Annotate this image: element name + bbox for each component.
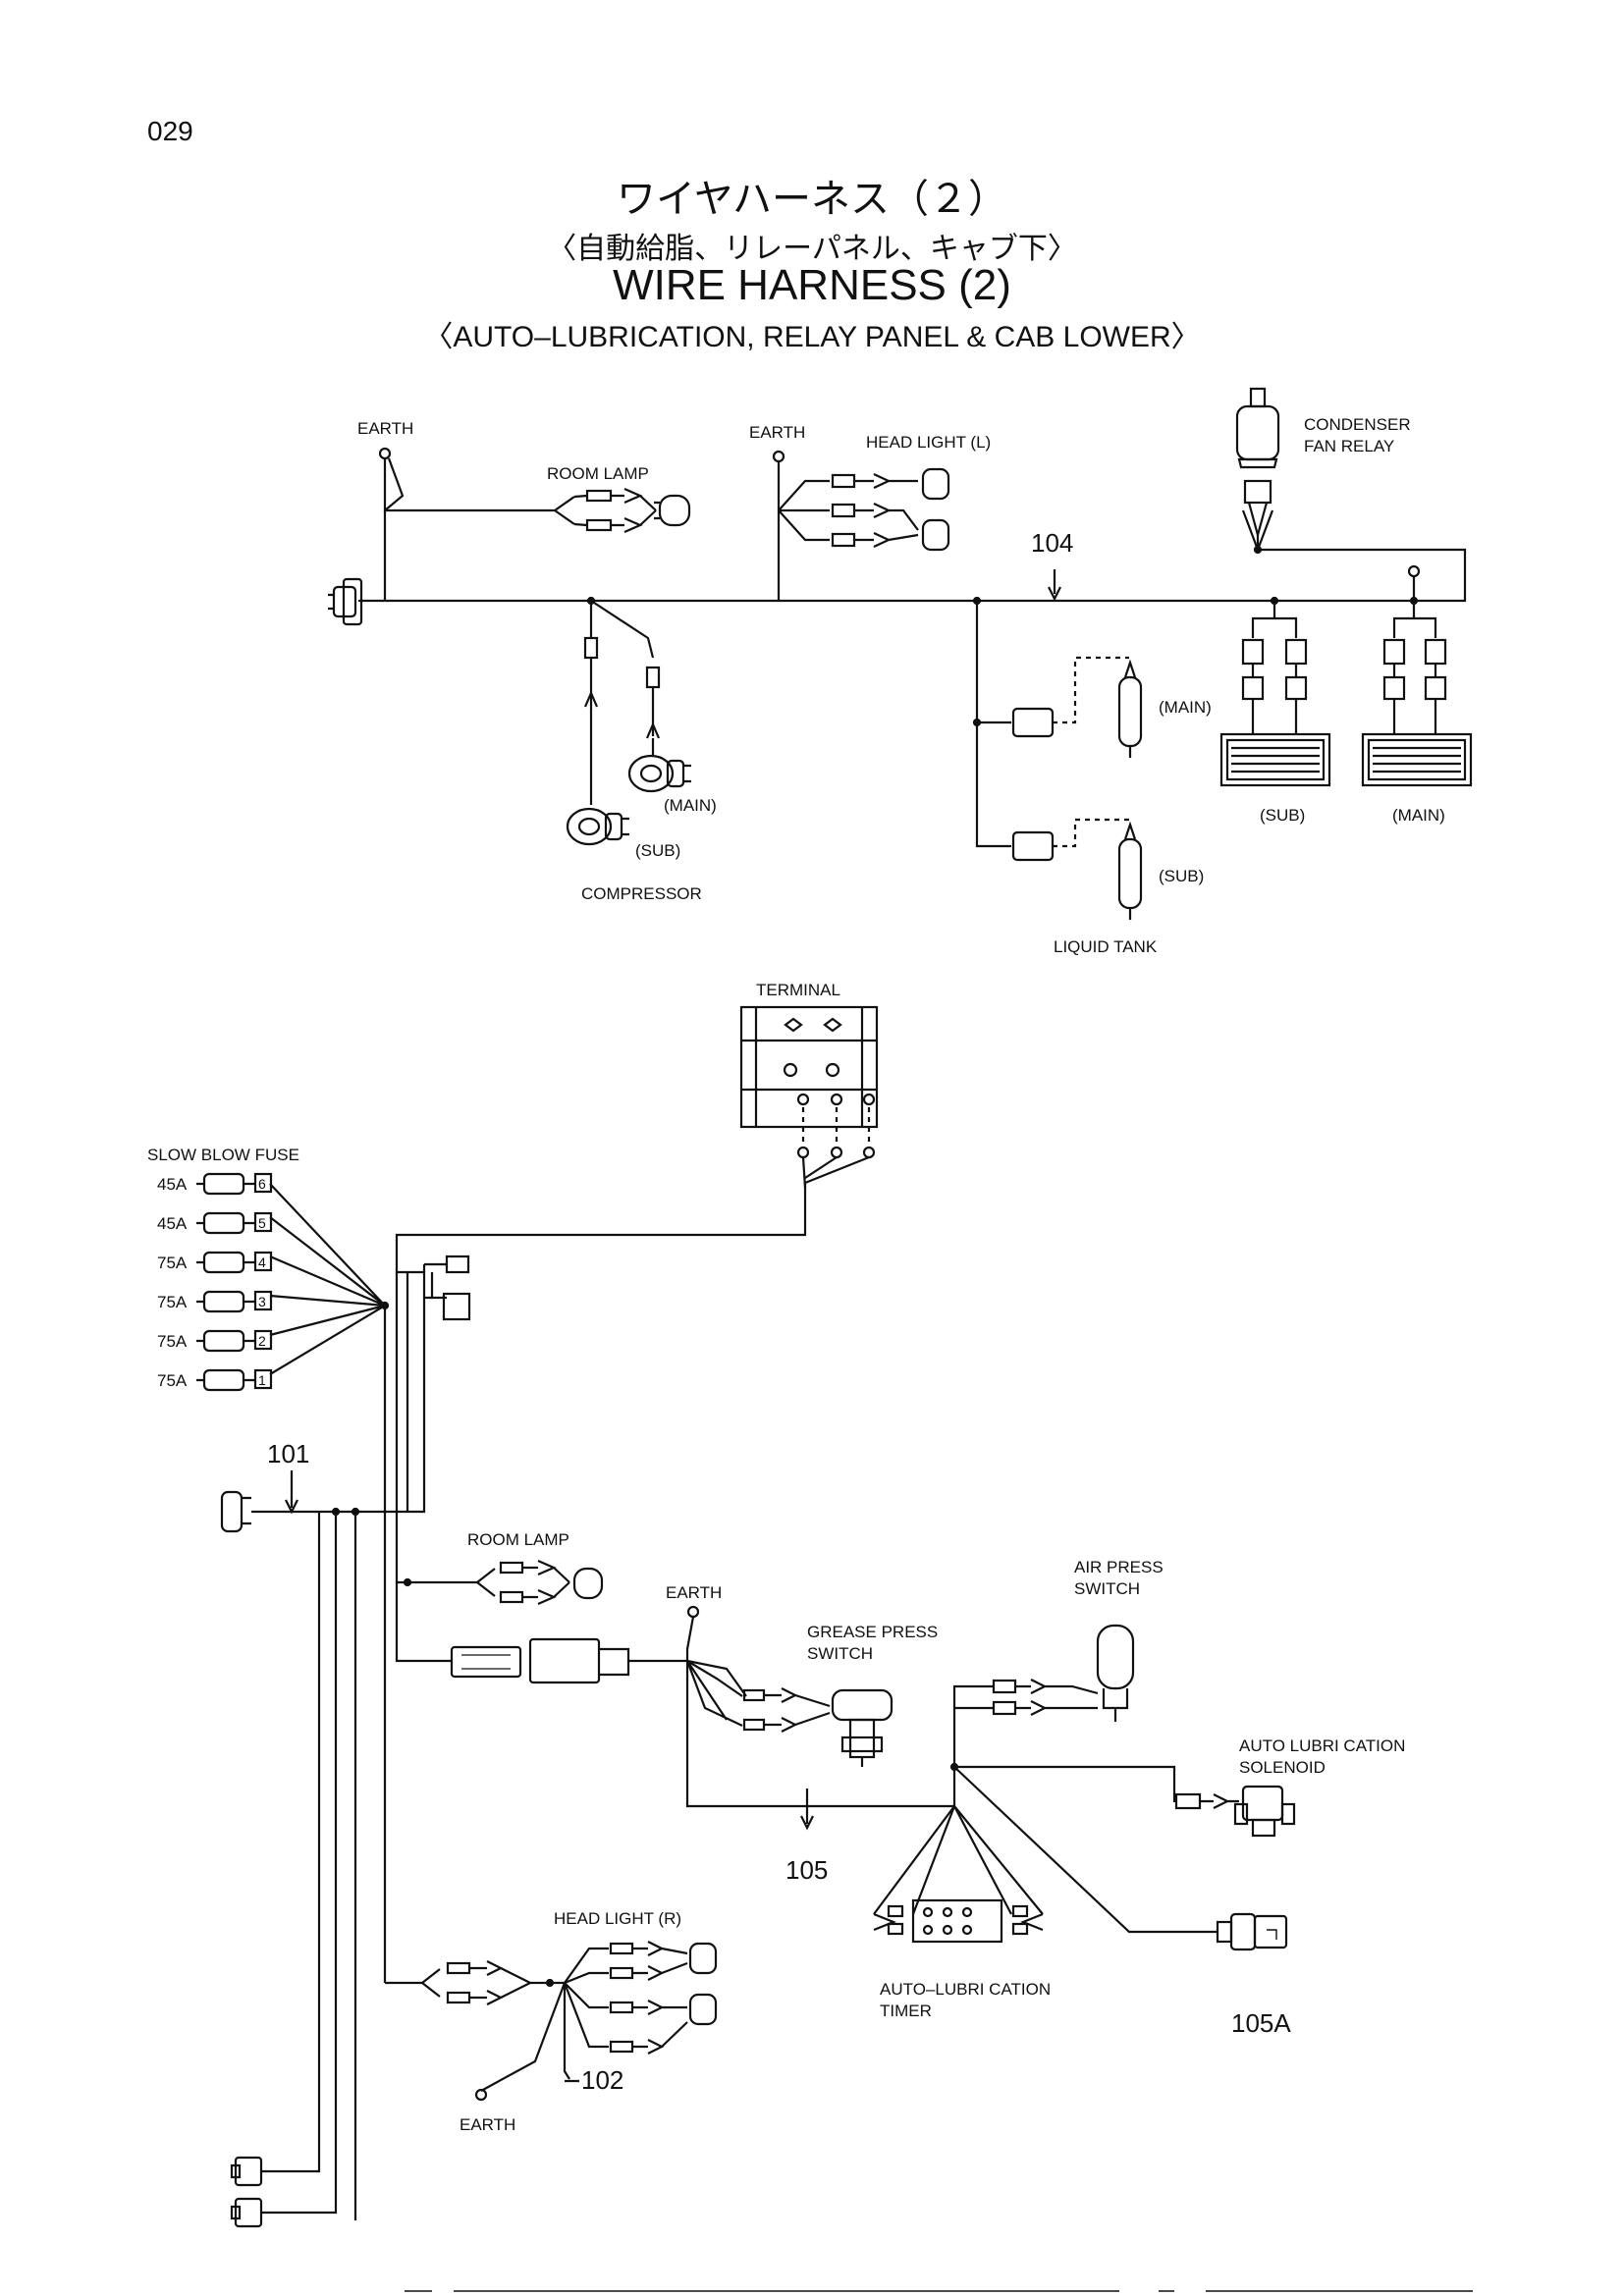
fuse-amperage: 45A — [157, 1214, 188, 1233]
label-room-lamp-upper: ROOM LAMP — [547, 464, 649, 483]
bottom-connector-2 — [230, 2197, 263, 2228]
fuse-body — [202, 1251, 245, 1274]
fuse-row: 75A 2 — [157, 1329, 273, 1353]
label-condenser-2: FAN RELAY — [1304, 437, 1394, 455]
ref-104-leader — [1048, 569, 1061, 602]
fuse-row: 45A 5 — [157, 1211, 273, 1235]
label-earth-lower-2: EARTH — [460, 2115, 515, 2134]
harness-104 — [328, 387, 1473, 920]
inline-connector-pair — [450, 1637, 687, 1684]
label-condenser-1: CONDENSER — [1304, 415, 1411, 434]
label-room-lamp-lower: ROOM LAMP — [467, 1530, 569, 1549]
label-liquid-tank-sub: (SUB) — [1159, 867, 1204, 885]
head-light-r — [385, 1941, 718, 2102]
liquid-tank-branch — [972, 596, 1143, 920]
label-ref-101: 101 — [267, 1439, 309, 1468]
page-number: 029 — [147, 116, 193, 146]
connector-105a — [1216, 1912, 1288, 1951]
fuse-row: 75A 4 — [157, 1251, 273, 1274]
label-auto-lubri-sol-1: AUTO LUBRI CATION — [1239, 1736, 1405, 1755]
label-head-light-l: HEAD LIGHT (L) — [866, 433, 991, 452]
condenser-main — [1361, 564, 1473, 787]
earth-lower-1 — [685, 1605, 700, 1661]
fuse-amperage: 75A — [157, 1332, 188, 1351]
label-ref-104: 104 — [1031, 528, 1073, 558]
slow-blow-fuse-group — [269, 1183, 390, 1375]
label-slow-blow-fuse: SLOW BLOW FUSE — [147, 1146, 299, 1164]
fuse-amperage: 75A — [157, 1371, 188, 1390]
fuse-number-box — [253, 1368, 273, 1390]
label-condenser-main: (MAIN) — [1392, 806, 1445, 825]
auto-lubrication-solenoid — [1174, 1785, 1296, 1838]
fuse-amperage: 75A — [157, 1254, 188, 1272]
fuse-amperage: 45A — [157, 1175, 188, 1194]
compressor-main — [627, 754, 691, 793]
label-head-light-r: HEAD LIGHT (R) — [554, 1909, 681, 1928]
label-compressor: COMPRESSOR — [581, 884, 702, 903]
fuse-number: 5 — [258, 1215, 266, 1231]
fuse-row: 75A 1 — [157, 1368, 273, 1392]
fuse-number: 1 — [258, 1372, 266, 1388]
label-ref-102: 102 — [581, 2065, 623, 2095]
room-lamp-lower — [403, 1559, 604, 1606]
label-ref-105: 105 — [785, 1855, 828, 1885]
fuse-number-box — [253, 1211, 273, 1233]
subtitle-japanese: 〈自動給脂、リレーパネル、キャブ下〉 — [547, 232, 1077, 266]
label-earth-lower-1: EARTH — [666, 1583, 722, 1602]
fuse-number: 3 — [258, 1294, 266, 1309]
fuse-body — [202, 1211, 245, 1235]
condenser-sub — [1219, 596, 1331, 787]
air-press-switch — [992, 1624, 1135, 1722]
title-japanese: ワイヤハーネス（２） — [617, 177, 1007, 222]
grease-press-switch — [685, 1659, 893, 1767]
title-english: WIRE HARNESS (2) — [613, 261, 1011, 309]
fuse-body — [202, 1368, 245, 1392]
compressor-sub — [566, 807, 629, 846]
label-liquid-tank-main: (MAIN) — [1159, 698, 1212, 717]
fuse-number-box — [253, 1329, 273, 1351]
label-earth-2-upper: EARTH — [749, 423, 805, 442]
label-condenser-sub: (SUB) — [1260, 806, 1305, 825]
harness-104-end-connector — [328, 577, 363, 626]
subtitle-english: 〈AUTO–LUBRICATION, RELAY PANEL & CAB LOW… — [423, 321, 1201, 353]
label-auto-lubri-timer-2: TIMER — [880, 2002, 932, 2020]
fuse-number-box — [253, 1172, 273, 1194]
fuse-row: 75A 3 — [157, 1290, 273, 1313]
fuse-row: 45A 6 — [157, 1172, 273, 1196]
terminal-block — [739, 1005, 879, 1189]
head-light-l — [778, 467, 950, 552]
room-lamp-upper — [385, 487, 691, 534]
fuse-number-box — [253, 1290, 273, 1311]
earth-2-upper — [772, 450, 785, 601]
fuse-number: 2 — [258, 1333, 266, 1349]
earth-1-upper — [378, 447, 405, 601]
harness-105 — [685, 1661, 1218, 1934]
label-auto-lubri-sol-2: SOLENOID — [1239, 1758, 1326, 1777]
condenser-fan-relay — [1235, 387, 1467, 603]
label-air-press-1: AIR PRESS — [1074, 1558, 1164, 1576]
fuse-number: 4 — [258, 1255, 266, 1270]
fuse-list: 45A 6 45A 5 75A 4 75A 3 75A 2 75A 1 — [157, 1172, 273, 1392]
label-ref-105a: 105A — [1231, 2008, 1291, 2038]
fuse-number-box — [253, 1251, 273, 1272]
label-grease-press-2: SWITCH — [807, 1644, 873, 1663]
label-grease-press-1: GREASE PRESS — [807, 1623, 938, 1641]
auto-lubrication-timer — [873, 1805, 1044, 1944]
bottom-connector-1 — [230, 2156, 263, 2187]
fuse-body — [202, 1290, 245, 1313]
label-liquid-tank: LIQUID TANK — [1054, 937, 1158, 956]
label-compressor-main: (MAIN) — [664, 796, 717, 815]
compressor-branch — [583, 596, 661, 805]
label-air-press-2: SWITCH — [1074, 1579, 1140, 1598]
fuse-amperage: 75A — [157, 1293, 188, 1311]
fuse-number: 6 — [258, 1176, 266, 1192]
label-earth-1-upper: EARTH — [357, 419, 413, 438]
harness-101 — [220, 1183, 807, 2220]
label-auto-lubri-timer-1: AUTO–LUBRI CATION — [880, 1980, 1051, 1999]
fuse-body — [202, 1172, 245, 1196]
label-terminal: TERMINAL — [756, 981, 840, 999]
fuse-body — [202, 1329, 245, 1353]
label-compressor-sub: (SUB) — [635, 841, 680, 860]
